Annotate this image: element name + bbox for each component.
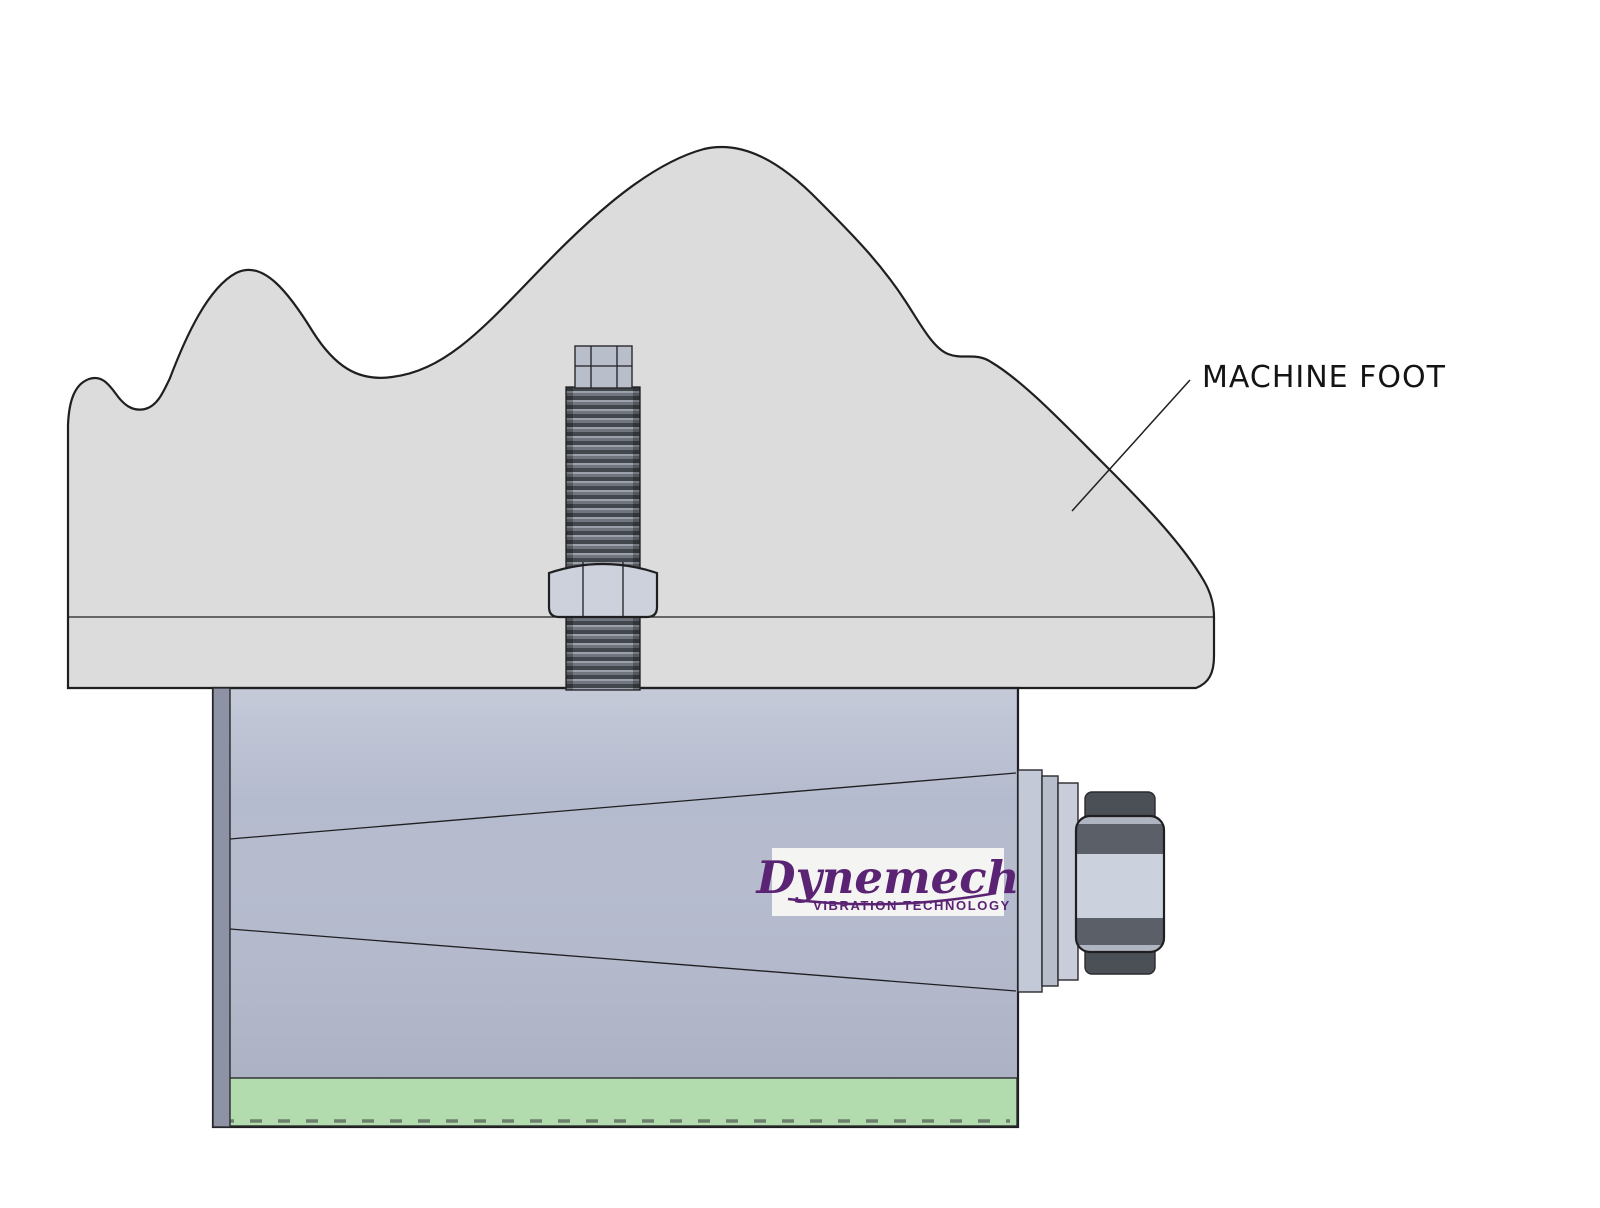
hex-band-middle-light bbox=[1076, 854, 1164, 918]
hex-nut bbox=[547, 562, 659, 619]
annotation: MACHINE FOOT bbox=[1071, 360, 1446, 512]
leader-line bbox=[1071, 379, 1191, 512]
wedge-line-lower bbox=[229, 928, 1017, 992]
threaded-rod-right-shade bbox=[633, 387, 640, 690]
side-adjustment-bolt bbox=[1017, 769, 1166, 993]
threaded-rod bbox=[565, 386, 641, 691]
bolt-washer-plate bbox=[1041, 775, 1059, 987]
hex-band-top-cap bbox=[1076, 816, 1164, 824]
hex-band-bottom-cap bbox=[1076, 945, 1164, 952]
green-base-pad bbox=[213, 1077, 1018, 1127]
bolt-back-plate bbox=[1017, 769, 1043, 993]
threaded-rod-left-shade bbox=[566, 387, 573, 690]
brand-logo: Dynemech VIBRATION TECHNOLOGY bbox=[755, 848, 1019, 916]
bolt-hex-head-bands bbox=[1076, 816, 1164, 952]
mount-left-strip bbox=[212, 687, 231, 1128]
bolt-hex-head-outline bbox=[1074, 814, 1166, 954]
leveling-stud bbox=[547, 345, 659, 691]
machine-foot-label: MACHINE FOOT bbox=[1202, 360, 1446, 395]
wedge-line-upper bbox=[229, 772, 1017, 840]
logo-tagline-text: VIBRATION TECHNOLOGY bbox=[813, 898, 1011, 913]
logo-swoosh bbox=[787, 891, 997, 906]
machine-foot-shape bbox=[66, 145, 1216, 690]
stud-hex-cap bbox=[574, 345, 633, 389]
